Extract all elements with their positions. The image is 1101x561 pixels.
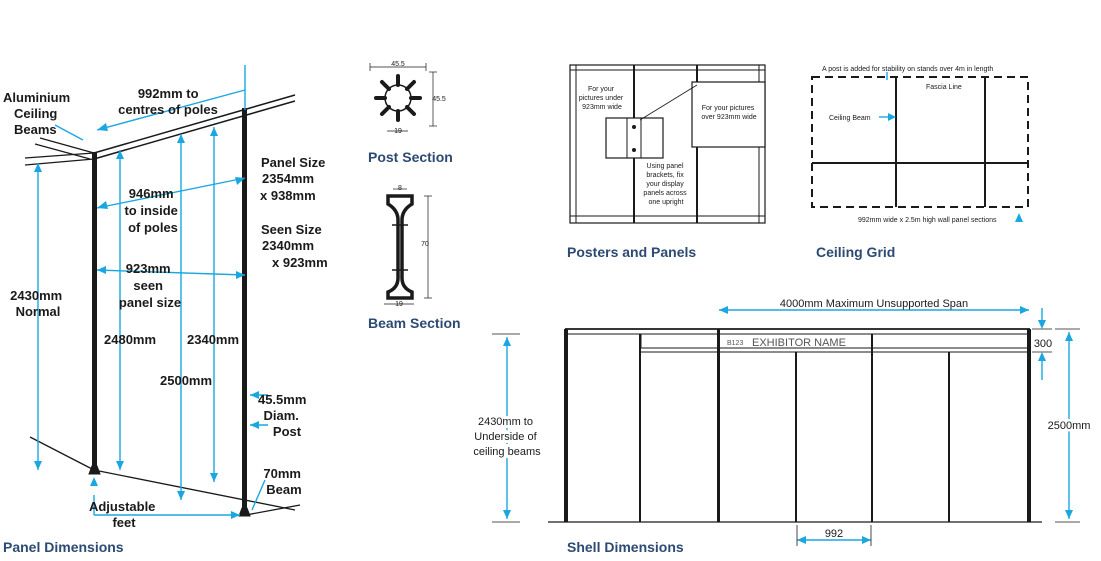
beam-bottom-label: 19 xyxy=(395,301,403,308)
dim-2500-label: 2500mm xyxy=(160,373,212,388)
seen-panel-size-label: 923mm seen panel size xyxy=(119,261,181,310)
normal-height-label: 2430mm Normal xyxy=(10,288,66,319)
fascia-height-label: 300 xyxy=(1034,338,1052,350)
beam-section-drawing: 8 70 19 Beam Section xyxy=(368,185,461,331)
floor-line xyxy=(93,469,296,511)
panel-size-label: Panel Size 2354mm x 938mm xyxy=(260,155,329,203)
post-section-caption: Post Section xyxy=(368,149,453,165)
seen-size-label: Seen Size 2340mm x 923mm xyxy=(261,222,328,270)
inside-of-poles-label: 946mm to inside of poles xyxy=(124,186,181,235)
right-pole xyxy=(242,108,247,512)
post-width-label: 45.5 xyxy=(391,61,405,68)
post-section-drawing: 45.5 45.5 19 Post Section xyxy=(368,61,453,165)
beam-top-label: 8 xyxy=(398,185,402,192)
centres-of-poles-label: 992mm to centres of poles xyxy=(118,86,218,117)
ceiling-grid-drawing: A post is added for stability on stands … xyxy=(811,66,1029,260)
dim-2480-label: 2480mm xyxy=(104,332,156,347)
panel-dimensions-caption: Panel Dimensions xyxy=(3,539,124,555)
ceiling-bottom-note: 992mm wide x 2.5m high wall panel sectio… xyxy=(858,217,997,224)
post-diameter-label: 45.5mm Diam. Post xyxy=(258,392,310,439)
pictures-under-label: For your pictures under 923mm wide xyxy=(579,86,625,111)
adjustable-feet-label: Adjustable feet xyxy=(89,499,159,530)
panel-brackets-label: Using panel brackets, fix your display p… xyxy=(643,163,688,206)
shell-dimensions-caption: Shell Dimensions xyxy=(567,539,684,555)
beam-size-label: 70mm Beam xyxy=(263,466,304,497)
ceiling-beam-front xyxy=(93,94,296,154)
beam-profile xyxy=(386,194,414,300)
ceiling-top-note: A post is added for stability on stands … xyxy=(822,66,993,73)
ceiling-grid-caption: Ceiling Grid xyxy=(816,244,895,260)
shell-dimensions-drawing: B123 EXHIBITOR NAME 4000mm Maximum Unsup… xyxy=(470,298,1093,555)
shell-height-label: 2500mm xyxy=(1048,420,1091,432)
ceiling-beam-front-lower xyxy=(93,100,296,160)
panel-dimensions-drawing: Aluminium Ceiling Beams 992mm to centres… xyxy=(3,65,329,555)
panel-width-label: 992 xyxy=(825,528,843,540)
left-pole xyxy=(92,152,97,470)
aluminium-beams-label: Aluminium Ceiling Beams xyxy=(3,90,74,137)
beam-height-label: 70 xyxy=(421,241,429,248)
right-foot xyxy=(238,507,251,517)
pictures-over-label: For your pictures over 923mm wide xyxy=(701,105,756,121)
ceiling-beam-side xyxy=(24,152,95,159)
exhibitor-name-label: EXHIBITOR NAME xyxy=(752,337,846,349)
max-span-label: 4000mm Maximum Unsupported Span xyxy=(780,298,968,310)
stand-number-label: B123 xyxy=(727,340,743,347)
post-height-label: 45.5 xyxy=(432,96,446,103)
beam-section-caption: Beam Section xyxy=(368,315,461,331)
left-foot xyxy=(88,465,101,475)
ceiling-beam-label: Ceiling Beam xyxy=(829,115,871,122)
posters-and-panels-drawing: For your pictures under 923mm wide For y… xyxy=(567,64,766,260)
posters-panels-caption: Posters and Panels xyxy=(567,244,696,260)
post-inner-label: 19 xyxy=(394,128,402,135)
fascia-line-label: Fascia Line xyxy=(926,84,962,91)
underside-beams-label: 2430mm to Underside of ceiling beams xyxy=(473,416,541,458)
dim-2340-label: 2340mm xyxy=(187,332,239,347)
